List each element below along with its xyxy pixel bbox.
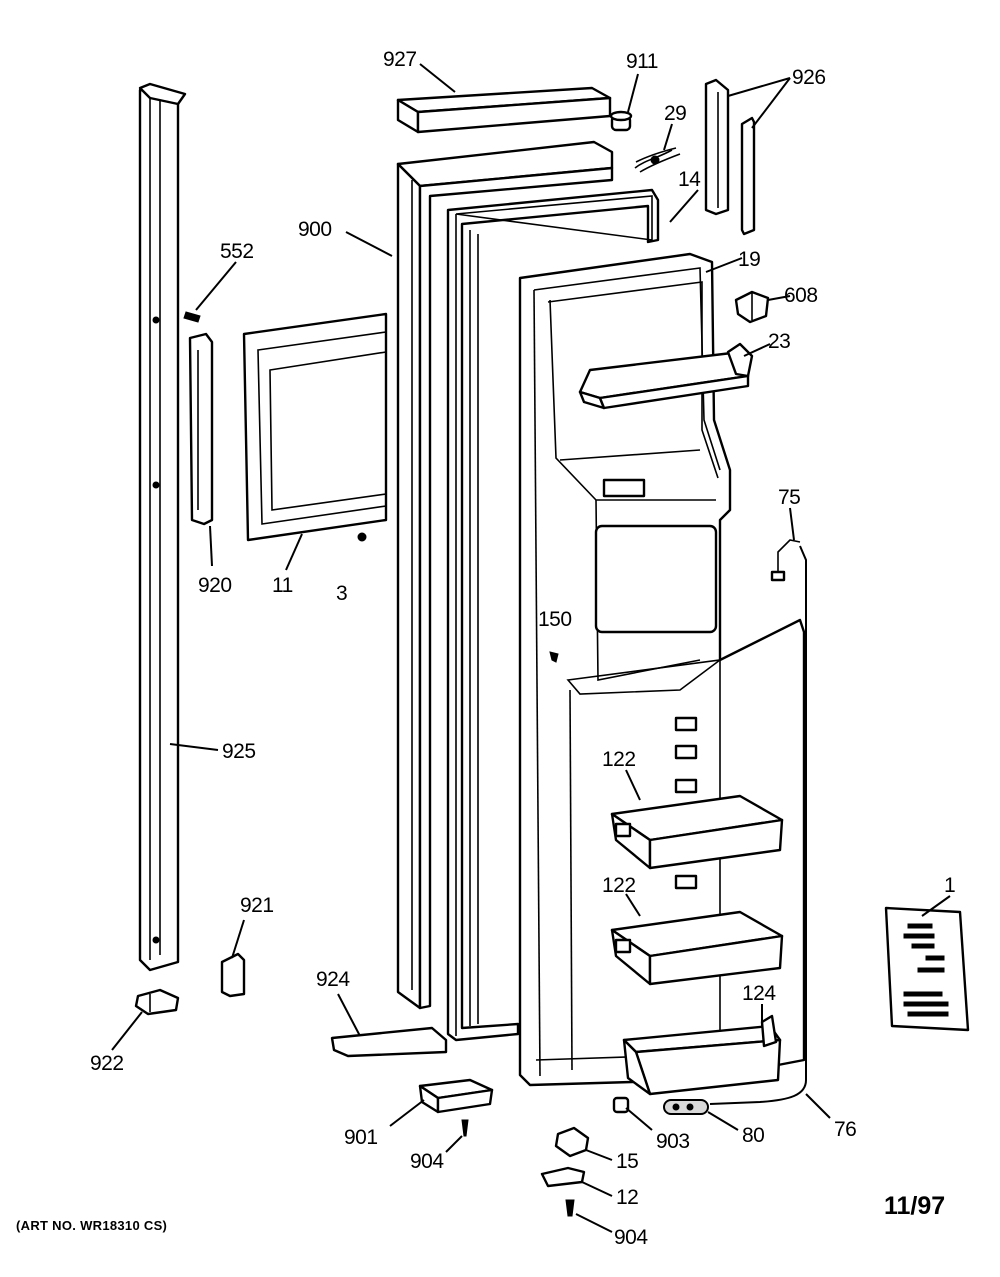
part-922-hinge — [134, 988, 180, 1016]
callout-1: 1 — [944, 874, 955, 897]
part-927-door-cap — [396, 86, 612, 134]
callout-904-upper: 904 — [410, 1150, 444, 1173]
art-number: (ART NO. WR18310 CS) — [16, 1218, 167, 1233]
callout-124: 124 — [742, 982, 776, 1005]
callout-23: 23 — [768, 330, 790, 353]
callout-901: 901 — [344, 1126, 378, 1149]
callout-14: 14 — [678, 168, 701, 191]
part-925-rail — [138, 82, 187, 972]
callout-3: 3 — [336, 582, 347, 605]
part-921-hinge-cover — [220, 952, 246, 998]
callout-76: 76 — [834, 1118, 856, 1141]
part-903-bushing — [612, 1096, 630, 1114]
part-608-switch — [734, 290, 770, 324]
part-1-manual — [884, 906, 970, 1032]
callout-920: 920 — [198, 574, 232, 597]
callout-900: 900 — [298, 218, 332, 241]
callout-labels: 927 911 29 926 900 14 552 19 608 23 920 … — [90, 48, 956, 1249]
part-904-screw-upper — [461, 1119, 469, 1137]
part-911-plug — [609, 110, 633, 132]
part-14-door-gasket — [446, 188, 660, 1042]
part-23-upper-shelf — [578, 342, 754, 410]
part-122-door-bin-lower — [610, 910, 784, 986]
callout-15: 15 — [616, 1150, 638, 1173]
part-11-door-panel — [242, 312, 388, 542]
callout-29: 29 — [664, 102, 686, 125]
callout-922: 922 — [90, 1052, 124, 1075]
part-75-wire — [770, 539, 801, 582]
callout-12: 12 — [616, 1186, 638, 1209]
part-920-bracket — [188, 332, 214, 526]
callout-608: 608 — [784, 284, 818, 307]
callout-927: 927 — [383, 48, 417, 71]
part-904-screw-lower — [565, 1199, 575, 1217]
callout-122-lower: 122 — [602, 874, 636, 897]
callout-903: 903 — [656, 1130, 690, 1153]
part-12-hinge-bracket — [540, 1166, 586, 1188]
callout-552: 552 — [220, 240, 254, 263]
part-122-door-bin-upper — [610, 794, 784, 870]
part-901-hinge-cover — [418, 1078, 494, 1114]
part-15-hinge-pin — [554, 1126, 590, 1158]
part-19-door-liner — [518, 252, 806, 1087]
part-924-bottom-trim — [330, 1026, 448, 1058]
callout-911: 911 — [626, 50, 658, 73]
bin-supports — [674, 716, 698, 890]
part-900-outer-door — [396, 140, 614, 1010]
callout-924: 924 — [316, 968, 350, 991]
part-76-wire-harness — [709, 545, 807, 1105]
callout-122-upper: 122 — [602, 748, 636, 771]
callout-926: 926 — [792, 66, 826, 89]
callout-75: 75 — [778, 486, 800, 509]
part-926-trim-strips — [704, 78, 756, 236]
part-29-wire-harness — [634, 147, 681, 173]
callout-80: 80 — [742, 1124, 764, 1147]
callout-150: 150 — [538, 608, 572, 631]
callout-921: 921 — [240, 894, 274, 917]
leader-lines — [111, 63, 951, 1233]
callout-19: 19 — [738, 248, 760, 271]
part-80-tube — [663, 1099, 709, 1115]
part-3-fastener — [357, 532, 367, 542]
callout-11: 11 — [272, 574, 293, 597]
part-150-screw — [549, 651, 559, 663]
drawing-date: 11/97 — [884, 1192, 945, 1220]
callout-925: 925 — [222, 740, 256, 763]
callout-904-lower: 904 — [614, 1226, 648, 1249]
part-124-dairy-bin — [622, 1014, 782, 1096]
part-552-screw — [183, 311, 201, 323]
